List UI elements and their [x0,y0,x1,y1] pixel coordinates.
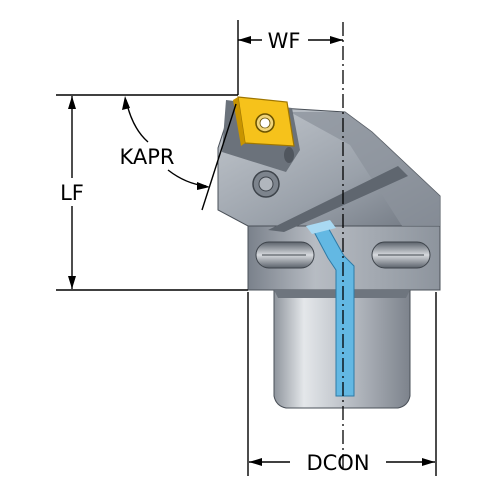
tool-body [217,100,441,409]
kapr-arrow-bottom-icon [197,182,210,190]
dcon-label: DCON [306,451,369,475]
clamp-wedge [268,166,408,232]
insert-edge [233,97,245,146]
dcon-arrow-left-icon [249,458,262,466]
wf-dimension: WF [237,20,343,95]
coolant-outlet [306,220,336,234]
kapr-dimension: KAPR [119,96,237,211]
lf-dimension: LF [56,94,248,291]
head-bevel [290,112,440,226]
wf-arrow-right-icon [330,36,343,44]
lf-label: LF [60,181,84,205]
dcon-dimension: DCON [247,292,437,476]
kapr-label: KAPR [119,145,174,169]
screw-hex-icon [258,176,274,192]
cutting-insert [233,96,295,147]
pin-hole [284,147,294,163]
kapr-arrow-top-icon [122,96,130,110]
dcon-arrow-right-icon [422,458,435,466]
lf-arrow-up-icon [68,96,76,109]
lf-arrow-down-icon [68,276,76,289]
wf-label: WF [268,29,301,53]
wf-arrow-left-icon [238,36,251,44]
